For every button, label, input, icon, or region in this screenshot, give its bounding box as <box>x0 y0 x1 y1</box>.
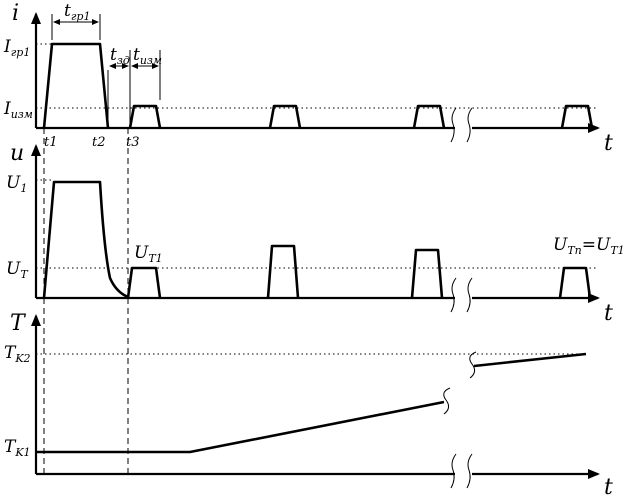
break-mark-current-1 <box>450 107 457 143</box>
current-axis-label: i <box>12 1 19 26</box>
label-tk2: TK2 <box>4 343 31 365</box>
current-big-pulse <box>42 42 110 129</box>
break-mark-temperature-2 <box>466 453 473 489</box>
current-pulse-2 <box>268 104 302 129</box>
time-mark-t2: t2 <box>92 135 106 150</box>
voltage-pulse-4 <box>558 266 592 299</box>
temperature-curve-right <box>473 352 587 368</box>
current-panel: i t Iгр1 Iизм tгр1 tзд tизм t1 t2 t3 <box>3 1 613 156</box>
time-mark-t1: t1 <box>44 135 58 150</box>
break-mark-current-2 <box>466 107 473 143</box>
current-time-label: t <box>604 131 613 156</box>
label-utn-equals-ut1: UTn=UT1 <box>553 235 625 257</box>
voltage-pulse-3 <box>410 248 444 299</box>
temperature-curve-left <box>36 400 445 454</box>
voltage-big-pulse <box>42 180 129 299</box>
label-ut: UT <box>6 259 29 281</box>
voltage-axis-label: u <box>10 141 24 166</box>
current-pulse-4 <box>560 104 594 129</box>
temperature-time-label: t <box>604 475 613 499</box>
label-tzd: tзд <box>110 45 130 67</box>
break-mark-temperature-curve-2 <box>469 351 477 379</box>
label-u1: U1 <box>6 173 27 195</box>
break-mark-voltage-1 <box>450 277 457 313</box>
temperature-axis-label: T <box>10 311 27 336</box>
break-mark-voltage-2 <box>466 277 473 313</box>
label-iizm: Iизм <box>3 99 33 121</box>
break-mark-temperature-curve <box>443 387 451 415</box>
voltage-panel: u t U1 UT UT1 UTn=UT1 <box>6 141 625 326</box>
current-pulse-3 <box>412 104 446 129</box>
voltage-pulse-2 <box>266 244 300 299</box>
label-ut1: UT1 <box>134 243 163 265</box>
voltage-time-label: t <box>604 301 613 326</box>
time-mark-t3: t3 <box>126 135 140 150</box>
label-tgr1: tгр1 <box>64 1 90 23</box>
temperature-panel: T t TK2 TK1 <box>4 311 613 499</box>
current-pulse-1 <box>128 104 162 129</box>
voltage-pulse-1 <box>126 266 162 299</box>
label-igr1: Iгр1 <box>3 37 30 59</box>
break-mark-temperature-1 <box>450 453 457 489</box>
label-tk1: TK1 <box>4 437 31 459</box>
label-tizm: tизм <box>133 45 162 67</box>
